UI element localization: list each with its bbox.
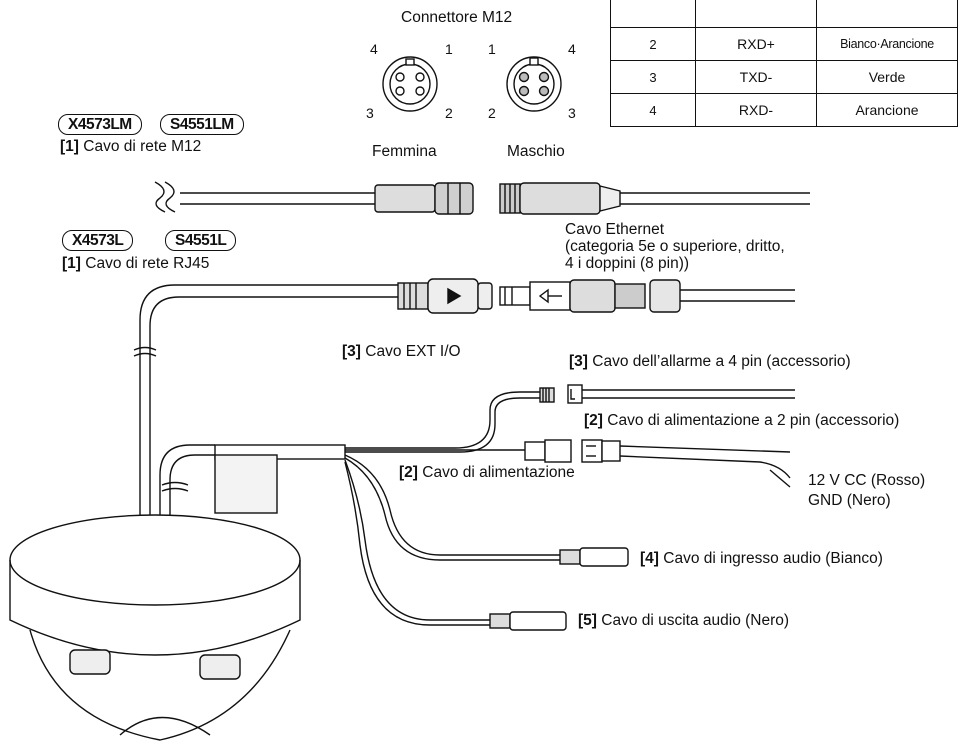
model-badge: X4573LM (58, 114, 142, 135)
female-pin-3: 3 (366, 105, 374, 121)
color-cell: Bianco·Arancione (816, 27, 958, 61)
connector-title: Connettore M12 (401, 9, 513, 26)
male-pin-4: 4 (568, 41, 576, 57)
m12-male-plug (499, 182, 810, 215)
pin-cell: 4 (610, 93, 696, 127)
alarm-cable-label: [3] Cavo dell’allarme a 4 pin (accessori… (569, 353, 851, 370)
ethernet-label-3: 4 i doppini (8 pin)) (565, 255, 690, 272)
female-pin-2: 2 (445, 105, 453, 121)
model-badge: S4551L (165, 230, 237, 251)
audio-out-label: [5] Cavo di uscita audio (Nero) (578, 612, 790, 629)
table-row: 3 TXD- Verde (610, 60, 958, 94)
table-row: 2 RXD+ Bianco·Arancione (610, 27, 958, 61)
ethernet-rj45-plug (499, 279, 795, 313)
signal-cell: TXD- (695, 60, 817, 94)
color-cell: Verde (816, 60, 958, 94)
color-cell: Arancione (816, 93, 958, 127)
model-badge: S4551LM (160, 114, 244, 135)
pin-table: 2 RXD+ Bianco·Arancione 3 TXD- Verde 4 R… (610, 0, 958, 127)
m12-network-cable (154, 181, 474, 215)
female-pin-1: 1 (445, 41, 453, 57)
signal-cell: RXD- (695, 93, 817, 127)
power-accessory-label: [2] Cavo di alimentazione a 2 pin (acces… (584, 412, 900, 429)
gnd-label: GND (Nero) (808, 492, 891, 509)
ext-io-label: [3] Cavo EXT I/O (342, 343, 461, 360)
rj45-cable-label: [1] Cavo di rete RJ45 (62, 255, 210, 272)
audio-in-label: [4] Cavo di ingresso audio (Bianco) (640, 550, 883, 567)
table-row: 4 RXD- Arancione (610, 93, 958, 127)
pin-cell: 2 (610, 27, 696, 61)
pigtail-cables (344, 384, 795, 631)
m12-cable-label: [1] Cavo di rete M12 (60, 138, 202, 155)
pin-cell: 3 (610, 60, 696, 94)
signal-cell: RXD+ (695, 27, 817, 61)
male-label: Maschio (507, 143, 565, 160)
female-label: Femmina (372, 143, 437, 160)
male-pin-2: 2 (488, 105, 496, 121)
male-pin-3: 3 (568, 105, 576, 121)
table-row (610, 0, 958, 28)
camera-body (9, 444, 346, 741)
power-cable-label: [2] Cavo di alimentazione (399, 464, 575, 481)
v12-label: 12 V CC (Rosso) (808, 472, 926, 489)
male-pin-1: 1 (488, 41, 496, 57)
model-badge: X4573L (62, 230, 134, 251)
m12-male-face (506, 56, 562, 112)
ethernet-label-2: (categoria 5e o superiore, dritto, (565, 238, 785, 255)
female-pin-4: 4 (370, 41, 378, 57)
rj45-network-cable (133, 278, 493, 520)
ethernet-label-1: Cavo Ethernet (565, 221, 665, 238)
m12-female-face (382, 56, 438, 112)
